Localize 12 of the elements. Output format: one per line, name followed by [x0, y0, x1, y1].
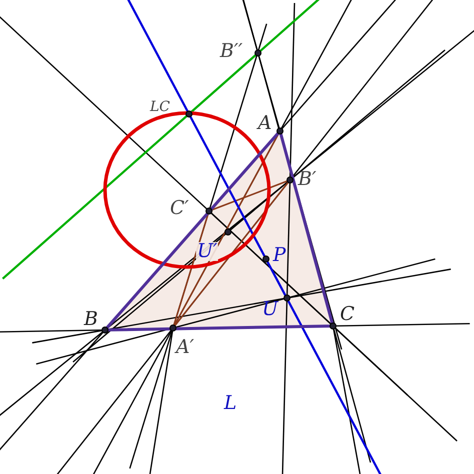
point-label: LC [150, 100, 170, 114]
point-label: L [224, 394, 237, 413]
point-label: P [273, 246, 286, 265]
point-label: A′ [176, 338, 194, 357]
point-label: C′ [170, 199, 189, 218]
point-label: B [84, 310, 98, 329]
point-label: U [262, 300, 278, 319]
point-label: C [340, 305, 355, 324]
point-label: B′ [298, 170, 316, 189]
point-label: A [258, 114, 272, 133]
point-label: U′ [196, 242, 218, 261]
point-label: B′′ [220, 42, 243, 61]
